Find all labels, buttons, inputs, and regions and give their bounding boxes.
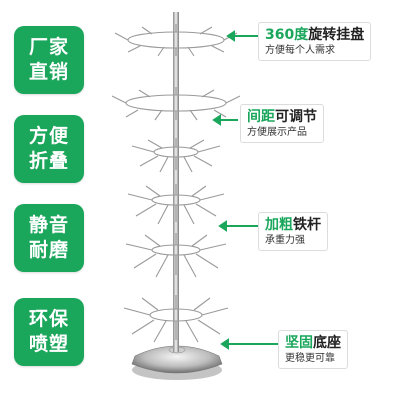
callout-rotating-tray: 360度旋转挂盘 方便每个人需求	[258, 22, 372, 61]
pointer-arrow	[212, 30, 278, 350]
callout-highlight: 间距	[247, 109, 275, 125]
callout-subtitle: 方便每个人需求	[265, 45, 335, 56]
hook-tier	[123, 295, 229, 343]
badge-line: 方便	[28, 125, 69, 147]
feature-badge-eco-coating: 环保 喷塑	[14, 298, 84, 366]
callout-adjustable-spacing: 间距可调节 方便展示产品	[240, 104, 324, 143]
base-plate	[131, 345, 223, 380]
hook-tier	[111, 87, 241, 121]
center-pole	[173, 12, 179, 352]
badge-line: 耐磨	[28, 239, 69, 261]
feature-badge-foldable: 方便 折叠	[14, 115, 84, 183]
callout-highlight: 加粗	[265, 217, 293, 233]
feature-badge-direct-sale: 厂家 直销	[14, 26, 84, 94]
callout-subtitle: 方便展示产品	[247, 127, 307, 138]
callout-title: 铁杆	[293, 217, 321, 233]
callout-sturdy-base: 坚固底座 更稳更可靠	[278, 330, 348, 369]
callout-highlight: 360度	[265, 27, 309, 43]
hook-tier	[125, 233, 227, 278]
callout-title: 底座	[313, 335, 341, 351]
callout-subtitle: 更稳更可靠	[285, 353, 335, 364]
callout-thick-pole: 加粗铁杆 承重力强	[258, 212, 328, 251]
feature-badge-silent: 静音 耐磨	[14, 204, 84, 272]
badge-line: 喷塑	[28, 333, 69, 355]
callout-highlight: 坚固	[285, 335, 313, 351]
callout-subtitle: 承重力强	[265, 235, 305, 246]
hook-tier	[127, 184, 225, 225]
hook-tier	[114, 24, 238, 57]
badge-line: 直销	[28, 61, 69, 83]
badge-line: 环保	[28, 308, 69, 330]
badge-line: 静音	[28, 214, 69, 236]
badge-line: 厂家	[28, 36, 69, 58]
hook-tier	[131, 138, 221, 173]
callout-title: 旋转挂盘	[308, 27, 365, 43]
callout-title: 可调节	[275, 109, 317, 125]
badge-line: 折叠	[28, 150, 69, 172]
